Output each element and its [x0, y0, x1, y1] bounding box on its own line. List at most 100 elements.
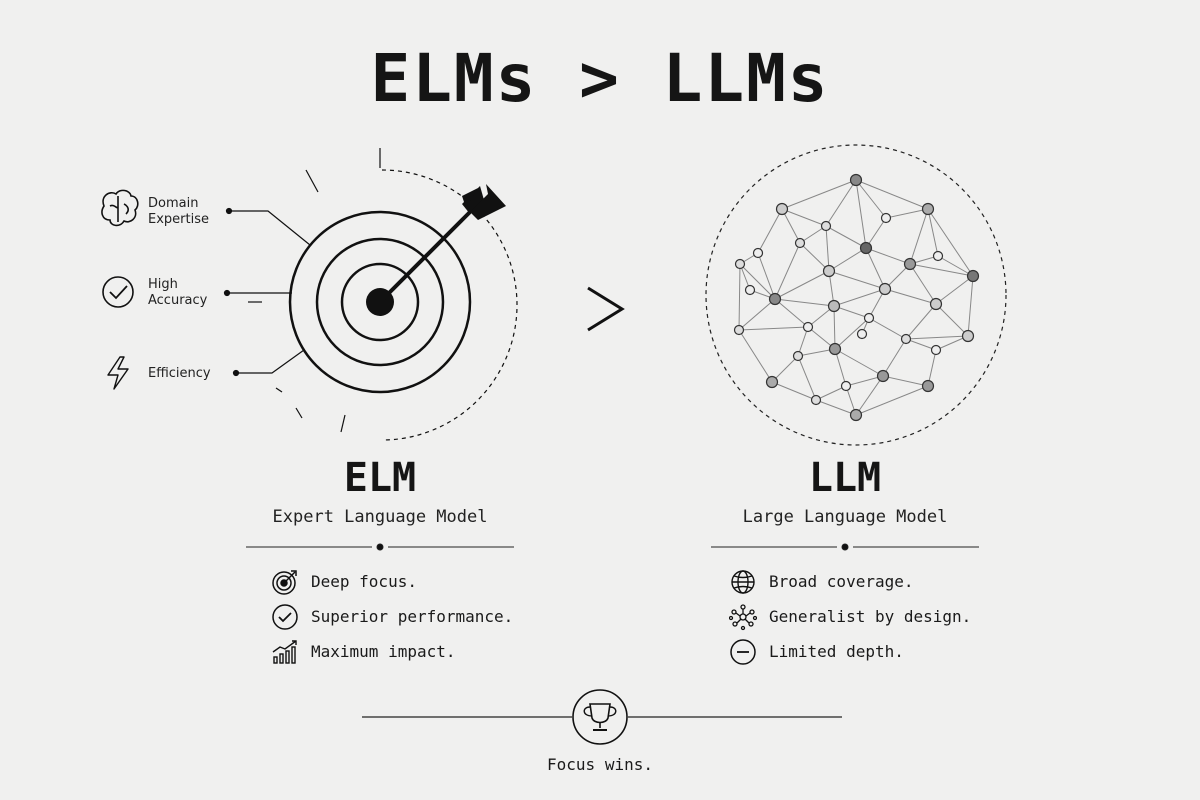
network-edge: [845, 375, 884, 387]
network-edge: [774, 298, 809, 328]
network-illustration: [705, 144, 1007, 446]
feature-label-efficiency: Efficiency: [148, 366, 211, 381]
network-edge: [815, 399, 857, 416]
network-edge: [937, 255, 974, 277]
network-edge: [905, 335, 969, 340]
network-node: [849, 408, 863, 422]
greater-than-symbol: [587, 286, 625, 332]
network-node: [932, 250, 944, 262]
elm-point-text: Superior performance.: [311, 607, 514, 626]
llm-point-text: Broad coverage.: [769, 572, 914, 591]
network-node: [930, 344, 942, 356]
network-edge: [855, 179, 887, 219]
target-ring-2: [340, 262, 420, 342]
network-edge: [771, 381, 817, 401]
network-node: [744, 284, 756, 296]
network-edge: [828, 270, 886, 290]
network-edge: [774, 270, 830, 300]
network-edge: [781, 208, 801, 244]
network-edge: [865, 247, 886, 290]
list-item: Limited depth.: [729, 634, 971, 669]
list-item: Superior performance.: [271, 599, 513, 634]
elm-heading: ELM Expert Language Model: [230, 455, 530, 527]
target-illustration: [248, 148, 518, 441]
network-node: [929, 297, 943, 311]
network-edge: [834, 348, 847, 387]
network-edge: [868, 317, 907, 340]
network-node: [822, 264, 836, 278]
network-edge: [757, 252, 776, 300]
feature-label-domain-expertise: Domain Expertise: [148, 196, 209, 227]
network-node: [859, 241, 873, 255]
network-boundary: [705, 144, 1007, 446]
network-edge: [882, 338, 907, 377]
network-node: [966, 269, 980, 283]
network-edge: [799, 225, 827, 244]
network-node: [900, 333, 912, 345]
network-edge: [825, 225, 830, 272]
network-edge: [855, 179, 929, 210]
network-edge: [905, 338, 937, 351]
network-node: [765, 375, 779, 389]
elm-divider: [246, 543, 514, 551]
network-edge: [797, 355, 817, 401]
network-edge: [882, 375, 929, 387]
network-node: [856, 328, 868, 340]
globe-icon: [729, 568, 757, 596]
network-node: [820, 220, 832, 232]
llm-subtitle: Large Language Model: [742, 507, 948, 527]
lightning-icon: [107, 356, 129, 390]
network-node: [768, 292, 782, 306]
network-edge: [781, 179, 857, 210]
network-edge: [865, 247, 911, 265]
elm-point-text: Maximum impact.: [311, 642, 456, 661]
network-edge: [927, 208, 939, 257]
check-circle-icon: [271, 603, 299, 631]
growth-chart-icon: [271, 638, 299, 666]
network-edge: [967, 275, 974, 337]
footer-tagline: Focus wins.: [547, 755, 653, 774]
network-edge: [815, 385, 847, 401]
network-cluster-icon: [728, 603, 758, 631]
check-circle-icon: [102, 276, 134, 308]
network-edge: [833, 288, 886, 307]
network-edge: [774, 242, 801, 300]
network-edge: [825, 225, 867, 249]
llm-point-text: Limited depth.: [769, 642, 904, 661]
network-edge: [825, 179, 857, 227]
network-node: [921, 202, 935, 216]
list-item: Maximum impact.: [271, 634, 513, 669]
network-node: [878, 282, 892, 296]
motion-tick: [275, 387, 283, 393]
network-node: [734, 258, 746, 270]
list-item: Generalist by design.: [728, 599, 972, 634]
network-edge: [905, 303, 937, 340]
network-edge: [909, 263, 937, 305]
trophy-icon: [572, 689, 628, 745]
network-edge: [833, 305, 836, 350]
network-edge: [797, 348, 836, 357]
page-title: ELMs > LLMs: [370, 40, 830, 117]
network-edge: [738, 263, 741, 331]
network-node: [961, 329, 975, 343]
arrow-icon: [382, 184, 506, 300]
network-node: [733, 324, 745, 336]
llm-divider: [711, 543, 979, 551]
network-node: [792, 350, 804, 362]
llm-point-text: Generalist by design.: [769, 607, 972, 626]
target-orbit-arc: [381, 169, 518, 441]
llm-name: LLM: [808, 455, 882, 501]
target-ring-outer: [288, 210, 472, 394]
network-edge: [757, 208, 783, 254]
network-node: [903, 257, 917, 271]
network-edge: [909, 263, 974, 277]
network-node: [794, 237, 806, 249]
elm-name: ELM: [343, 455, 417, 501]
network-edge: [833, 305, 870, 319]
network-edge: [909, 208, 929, 265]
network-node: [802, 321, 814, 333]
network-edge: [927, 208, 974, 277]
network-edge: [935, 303, 969, 337]
network-edge: [738, 326, 809, 331]
